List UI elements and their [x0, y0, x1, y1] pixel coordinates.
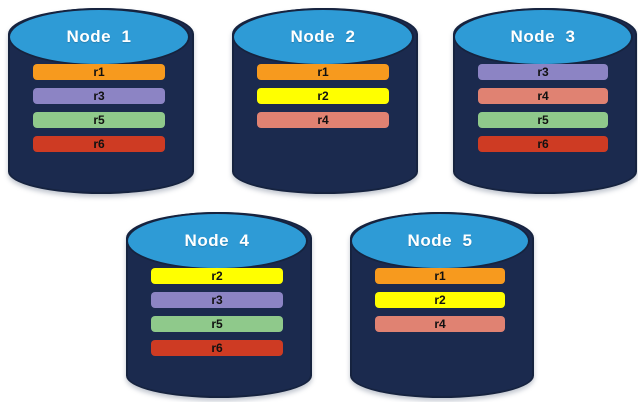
node-title: Node 5	[407, 231, 473, 250]
replica-bar[interactable]: r5	[478, 112, 608, 128]
replica-list: r2 r3 r5 r6	[126, 268, 308, 356]
node-1[interactable]: Node 1 r1 r3 r5 r6	[8, 8, 194, 194]
replica-label: r4	[434, 317, 446, 331]
replica-bar[interactable]: r1	[375, 268, 505, 284]
replica-bar[interactable]: r6	[151, 340, 283, 356]
replica-label: r3	[211, 293, 223, 307]
replica-label: r1	[93, 65, 105, 79]
node-title: Node 4	[184, 231, 250, 250]
replica-bar[interactable]: r3	[151, 292, 283, 308]
replica-label: r4	[317, 113, 329, 127]
replica-list: r1 r2 r4	[232, 64, 414, 128]
replica-bar[interactable]: r2	[151, 268, 283, 284]
cylinder-top-ellipse: Node 1	[8, 8, 190, 66]
replica-label: r2	[434, 293, 446, 307]
replica-label: r2	[211, 269, 223, 283]
replica-list: r1 r3 r5 r6	[8, 64, 190, 152]
replica-bar[interactable]: r1	[33, 64, 165, 80]
replica-label: r6	[211, 341, 223, 355]
replica-bar[interactable]: r4	[257, 112, 389, 128]
replica-bar[interactable]: r1	[257, 64, 389, 80]
replica-label: r2	[317, 89, 329, 103]
node-title: Node 2	[290, 27, 356, 46]
replica-label: r6	[537, 137, 549, 151]
node-3[interactable]: Node 3 r3 r4 r5 r6	[453, 8, 637, 194]
replica-label: r5	[211, 317, 223, 331]
replica-bar[interactable]: r2	[257, 88, 389, 104]
replica-bar[interactable]: r3	[33, 88, 165, 104]
replica-bar[interactable]: r2	[375, 292, 505, 308]
replica-bar[interactable]: r5	[151, 316, 283, 332]
cylinder-top-ellipse: Node 2	[232, 8, 414, 66]
replica-label: r6	[93, 137, 105, 151]
cylinder-top-ellipse: Node 5	[350, 212, 530, 270]
cylinder-top-ellipse: Node 4	[126, 212, 308, 270]
replica-bar[interactable]: r4	[478, 88, 608, 104]
replica-label: r3	[93, 89, 105, 103]
replica-bar[interactable]: r4	[375, 316, 505, 332]
node-4[interactable]: Node 4 r2 r3 r5 r6	[126, 212, 312, 398]
replica-bar[interactable]: r6	[478, 136, 608, 152]
node-2[interactable]: Node 2 r1 r2 r4	[232, 8, 418, 194]
node-title: Node 3	[510, 27, 576, 46]
replica-label: r3	[537, 65, 549, 79]
replica-label: r1	[317, 65, 329, 79]
replica-label: r4	[537, 89, 549, 103]
replica-list: r3 r4 r5 r6	[453, 64, 633, 152]
replica-bar[interactable]: r5	[33, 112, 165, 128]
replica-label: r5	[93, 113, 105, 127]
replica-label: r5	[537, 113, 549, 127]
cylinder-top-ellipse: Node 3	[453, 8, 633, 66]
replica-bar[interactable]: r3	[478, 64, 608, 80]
replica-label: r1	[434, 269, 446, 283]
node-5[interactable]: Node 5 r1 r2 r4	[350, 212, 534, 398]
node-title: Node 1	[66, 27, 132, 46]
replica-list: r1 r2 r4	[350, 268, 530, 332]
replica-bar[interactable]: r6	[33, 136, 165, 152]
